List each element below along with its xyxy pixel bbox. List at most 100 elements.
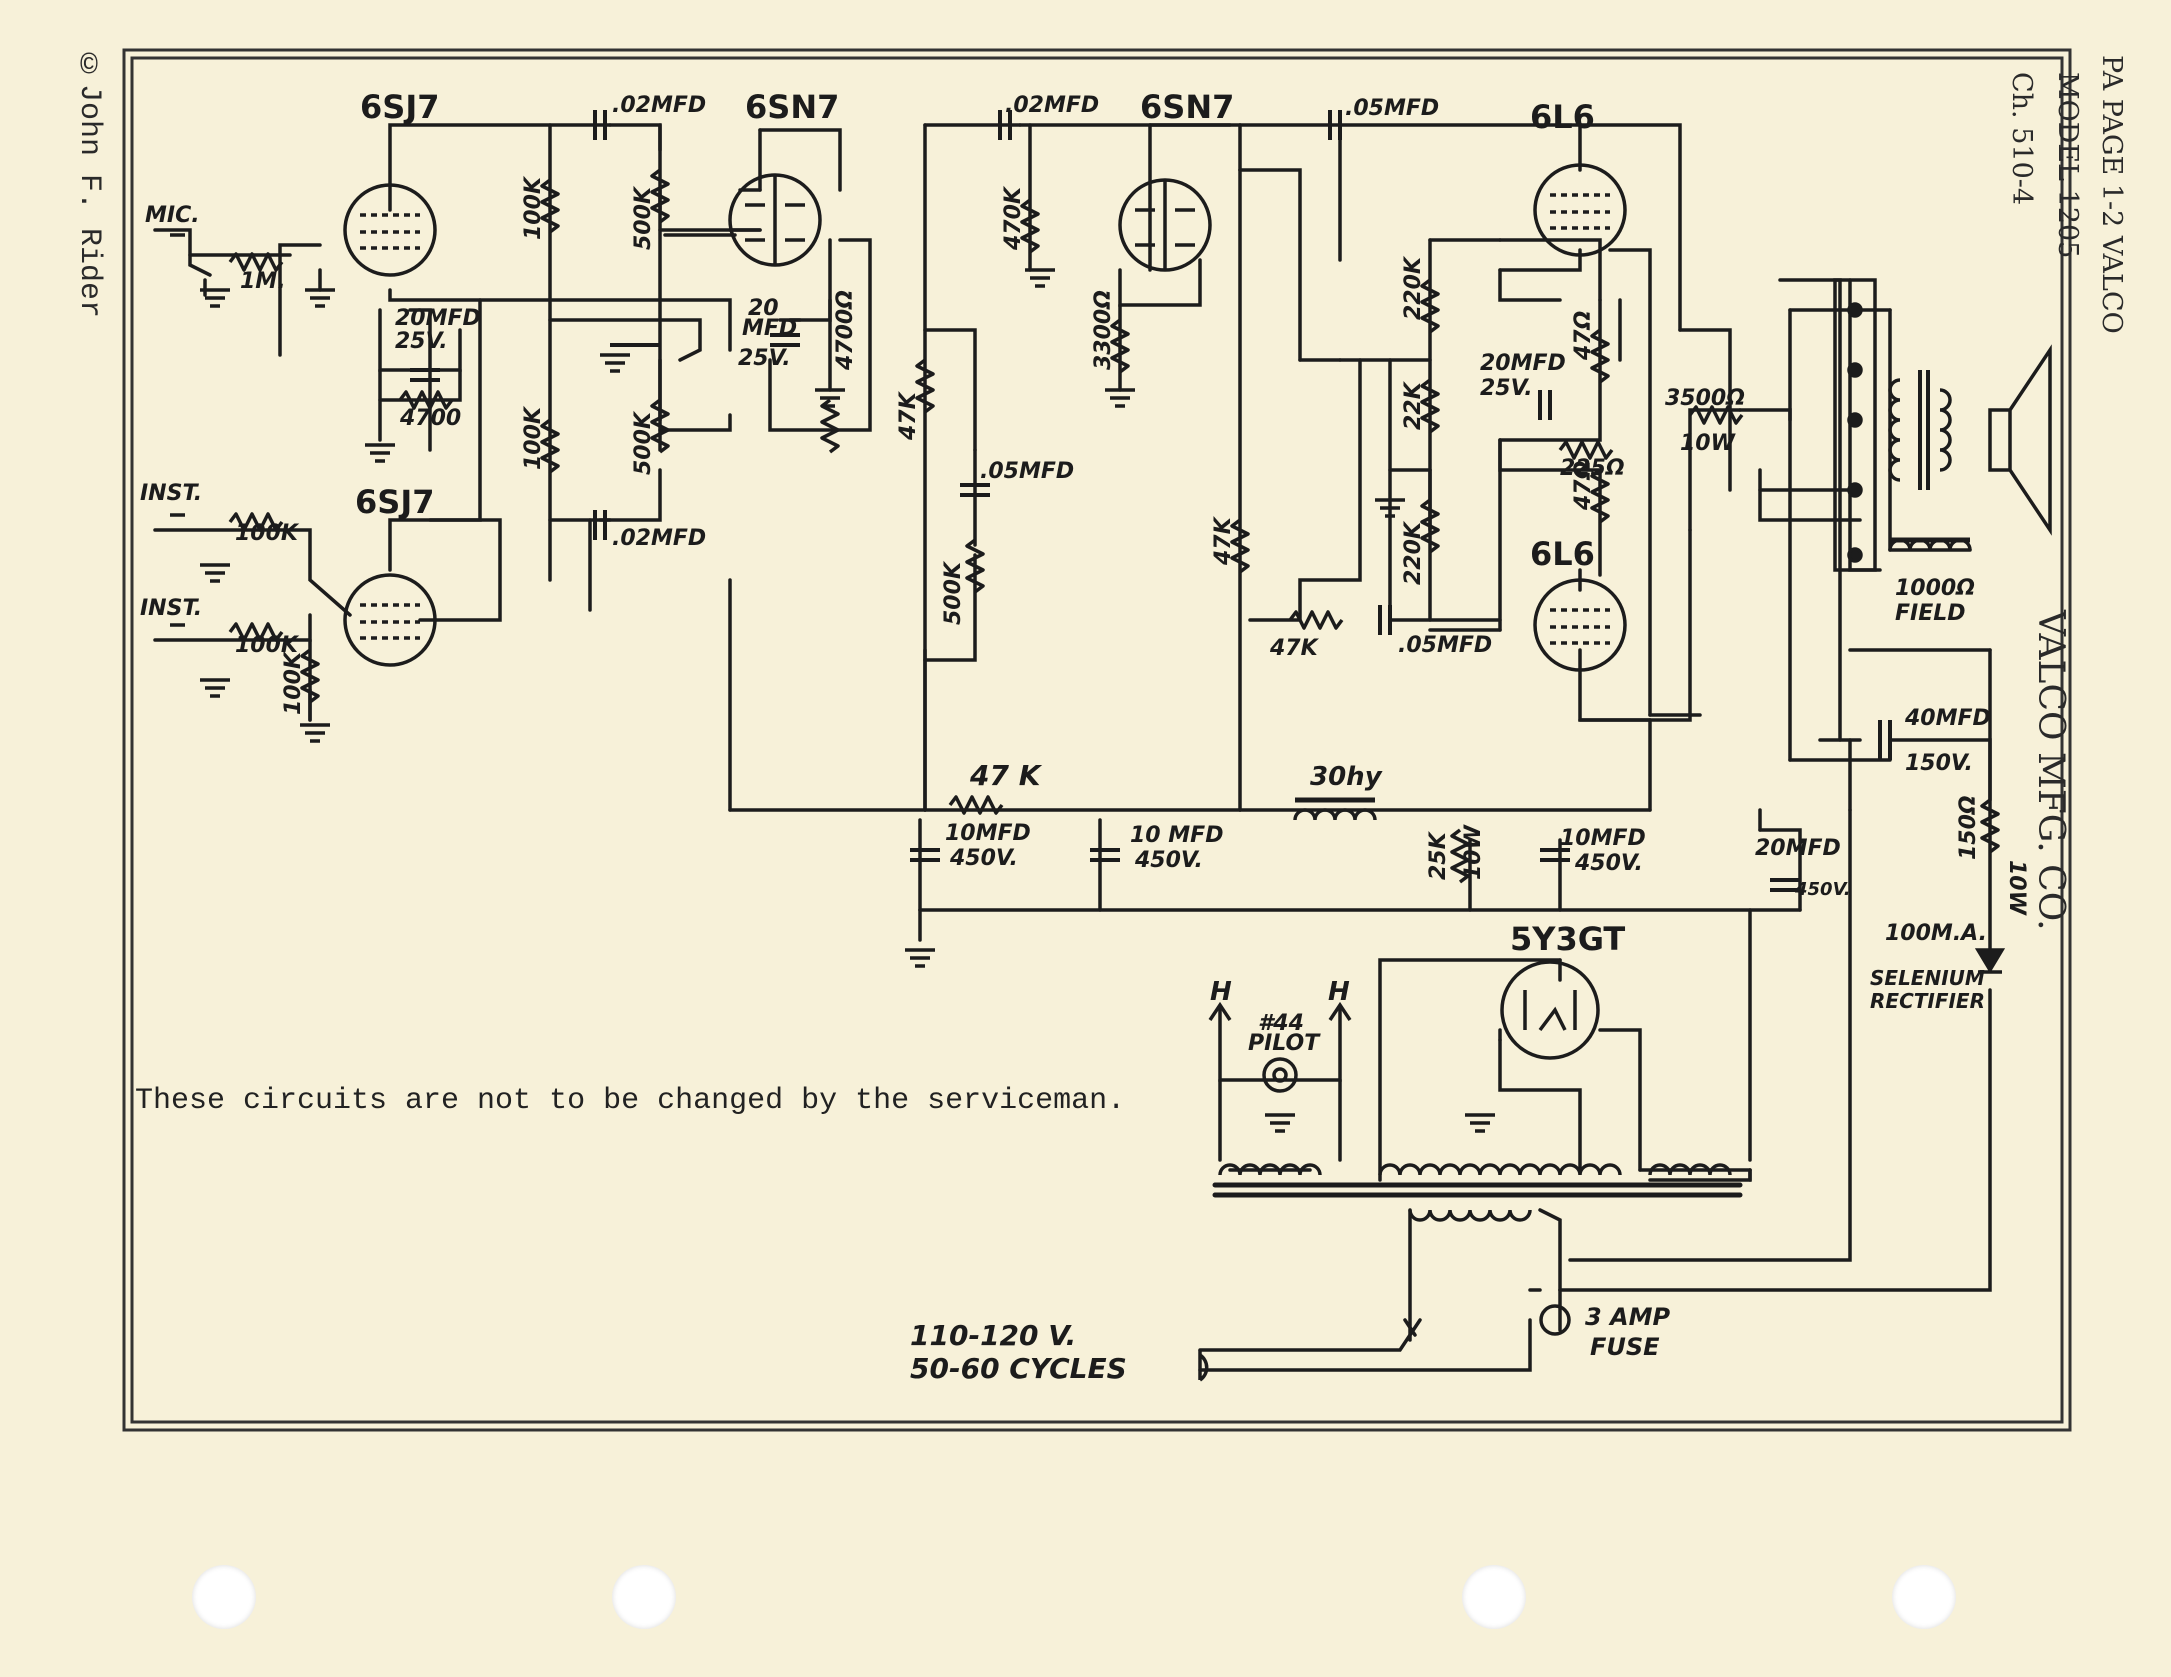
- label-r-100k-mic: 100K: [521, 175, 546, 240]
- label-r-1m: 1M.: [240, 269, 286, 294]
- label-pot-500k-1: 500K: [631, 185, 656, 250]
- coils: [1218, 370, 1972, 1222]
- label-c-450v-1: 450V.: [949, 846, 1018, 871]
- label-c-25v-1: 25V.: [395, 329, 448, 354]
- label-r-3500: 3500Ω: [1665, 386, 1745, 411]
- label-r-225: 225Ω: [1560, 456, 1625, 481]
- resistors: [228, 168, 2000, 884]
- binder-hole: [1462, 1565, 1526, 1629]
- label-c-10mfd-2: 10 MFD: [1130, 823, 1223, 848]
- label-r-47k-4: 47 K: [969, 759, 1043, 792]
- label-c-05-3: .05MFD: [1398, 633, 1492, 658]
- arrow-up-h1-icon: [1208, 1001, 1232, 1021]
- label-c-25v-3: 25V.: [1480, 376, 1533, 401]
- label-r-4700-2: 4700Ω: [833, 290, 858, 371]
- label-c-40mfd: 40MFD: [1904, 706, 1991, 731]
- speaker-icon: [1988, 344, 2052, 536]
- sheet-frame: [122, 48, 2072, 1432]
- label-r-220k-1: 220K: [1401, 255, 1426, 320]
- ground-symbols: [200, 268, 1495, 1133]
- label-pot-500k-2: 500K: [631, 410, 656, 475]
- tube-v3-label: 6SN7: [745, 88, 839, 126]
- label-r-3300: 3300Ω: [1091, 290, 1116, 370]
- selenium-rectifier-icon: [1974, 948, 2006, 974]
- label-field-value: 1000Ω: [1895, 576, 1975, 601]
- label-pilot-2: PILOT: [1248, 1031, 1321, 1056]
- label-r-47k-1: 47K: [896, 390, 921, 441]
- fuse-icon: [1539, 1304, 1571, 1336]
- label-c-450v-2: 450V.: [1134, 848, 1203, 873]
- tube-v2-envelope: [343, 573, 437, 667]
- pilot-lamp-icon: [1262, 1057, 1298, 1093]
- model-number: MODEL 1205: [2052, 72, 2083, 259]
- label-r-150-w: 10W: [2004, 860, 2029, 917]
- label-r-47k-2: 47K: [1211, 515, 1236, 566]
- tube-rect-envelope: [1500, 960, 1600, 1060]
- label-c-20mfd-1: 20MFD: [395, 306, 481, 331]
- label-fuse-2: FUSE: [1590, 1333, 1660, 1361]
- tube-v1-label: 6SJ7: [360, 88, 439, 126]
- label-r-47-1: 47Ω: [1571, 311, 1596, 361]
- output-terminal-strip: [1833, 278, 1877, 572]
- tube-v4-label: 6SN7: [1140, 88, 1234, 126]
- binder-hole: [1892, 1565, 1956, 1629]
- label-c-05-2: .05MFD: [980, 459, 1074, 484]
- label-c-05-1: .05MFD: [1345, 96, 1439, 121]
- label-mains-1: 110-120 V.: [910, 1319, 1076, 1352]
- input-labels: MIC. INST. INST.: [140, 203, 202, 621]
- label-c-02-1: .02MFD: [612, 93, 706, 118]
- label-c-10mfd-1: 10MFD: [945, 821, 1031, 846]
- label-r-22k: 22K: [1401, 380, 1426, 430]
- chassis-number: Ch. 510-4: [2006, 72, 2037, 206]
- label-c-02-2: .02MFD: [1005, 93, 1099, 118]
- label-r-25k-w: 10W: [1461, 823, 1486, 880]
- tube-v5-envelope: [1533, 163, 1627, 257]
- label-r-150: 150Ω: [1956, 795, 1981, 860]
- label-c-150v: 150V.: [1905, 751, 1973, 776]
- label-selenium-2: RECTIFIER: [1870, 989, 1985, 1013]
- tube-v1-envelope: [343, 183, 437, 277]
- label-c-450v-4: 450V.: [1794, 879, 1851, 900]
- label-c-20mfd-4: 20MFD: [1755, 836, 1841, 861]
- label-h2: H: [1328, 977, 1350, 1007]
- manufacturer-name: VALCO MFG. CO.: [2030, 610, 2071, 931]
- label-selenium-1: SELENIUM: [1870, 966, 1985, 990]
- label-r-47-2: 47Ω: [1571, 461, 1596, 511]
- binder-hole: [192, 1565, 256, 1629]
- label-c-450v-3: 450V.: [1574, 851, 1643, 876]
- label-mains-2: 50-60 CYCLES: [910, 1352, 1127, 1385]
- wiring: [153, 123, 1992, 1372]
- label-r-220k-2: 220K: [1401, 520, 1426, 585]
- label-c-20mfd-2a: 20: [748, 296, 779, 321]
- vacuum-tubes: [343, 163, 1627, 1060]
- binder-hole: [612, 1565, 676, 1629]
- label-r-25k: 25K: [1426, 830, 1451, 880]
- label-r-100k-grid: 100K: [281, 650, 306, 715]
- capacitors: [410, 110, 1892, 892]
- page-reference: PA PAGE 1-2 VALCO: [2096, 55, 2127, 334]
- label-field: FIELD: [1895, 601, 1966, 626]
- tube-v6-envelope: [1533, 578, 1627, 672]
- arrow-up-h2-icon: [1328, 1001, 1352, 1021]
- tube-v2-label: 6SJ7: [355, 483, 434, 521]
- input-inst2-label: INST.: [140, 596, 202, 621]
- label-ma: 100M.A.: [1885, 921, 1987, 946]
- input-mic-label: MIC.: [145, 203, 200, 228]
- label-r-100k-plate2: 100K: [521, 405, 546, 470]
- power-plug-icon: [1198, 1350, 1209, 1382]
- label-r-10w: 10W: [1680, 431, 1737, 456]
- tube-v6-label: 6L6: [1530, 535, 1595, 573]
- component-labels: .02MFD .02MFD .02MFD .05MFD .05MFD .05MF…: [235, 93, 2029, 1385]
- tube-labels: 6SJ7 6SJ7 6SN7 6SN7 6L6 6L6 5Y3GT: [355, 88, 1625, 958]
- label-r-4700-1: 4700: [399, 406, 461, 431]
- label-r-470k: 470K: [1001, 185, 1026, 251]
- label-c-20mfd-2b: MFD: [742, 316, 797, 341]
- label-r-100k-in2: 100K: [235, 633, 300, 658]
- tube-v5-label: 6L6: [1530, 98, 1595, 136]
- label-h1: H: [1210, 977, 1232, 1007]
- tube-rect-label: 5Y3GT: [1510, 920, 1625, 958]
- label-fuse-1: 3 AMP: [1585, 1303, 1671, 1331]
- copyright-text: ©John F. Rider: [72, 50, 106, 319]
- input-inst1-label: INST.: [140, 481, 202, 506]
